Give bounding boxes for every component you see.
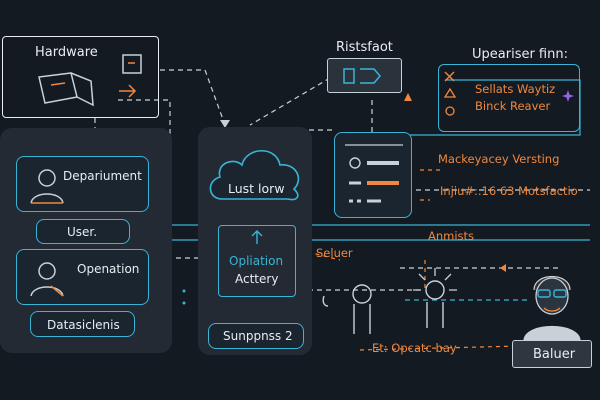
cloud-icon [209, 150, 300, 201]
metrics-label: Injiu#:.16 63 Motsfactio [440, 184, 578, 198]
person-label-box[interactable]: Baluer [512, 340, 592, 368]
hand-icon [322, 284, 372, 334]
operate-label: Et: Opcatc bay [372, 341, 457, 355]
right-top-box[interactable]: Sellats Waytiz Binck Reaver [438, 64, 580, 132]
person-avatar-icon [523, 276, 581, 340]
hardware-box: Hardware [2, 36, 159, 118]
sparkle-icon [562, 90, 574, 102]
light-bulb-icon [413, 268, 457, 328]
analysts-label: Anmists [428, 229, 475, 243]
hardware-connector-icon [119, 54, 142, 98]
server-icon [343, 68, 381, 84]
datasets-label: Datasiclenis [47, 318, 120, 332]
department-label: Depariument [63, 169, 142, 183]
operator-avatar-icon [30, 262, 64, 297]
cloud-label: Lust lorw [228, 181, 285, 196]
right-top-title: Upeariser finn: [472, 47, 568, 62]
operation-activity-box: Opliation Acttery [218, 225, 296, 297]
person-label: Baluer [533, 347, 576, 362]
user-label: User. [67, 225, 98, 239]
operation-label: Openation [77, 262, 140, 276]
server-node[interactable] [327, 58, 402, 93]
center-panel: Lust lorw Opliation Acttery Sunppnss 2 [198, 127, 312, 355]
list-rows-icon [345, 144, 403, 203]
center-activity-label: Acttery [235, 272, 279, 286]
hardware-device-icon [38, 72, 94, 107]
seller-label: Seluer [316, 246, 353, 260]
datasets-pill[interactable]: Datasiclenis [30, 311, 135, 337]
operation-card[interactable]: Openation [16, 249, 149, 305]
top-center-title: Ristsfaot [336, 40, 393, 55]
left-panel: Depariument User. Openation Datasiclenis [0, 128, 172, 353]
dots-decoration [182, 289, 186, 305]
support-label: Sunppnss 2 [223, 329, 293, 343]
hardware-title: Hardware [35, 45, 98, 60]
up-arrow-icon [251, 230, 263, 244]
dashboard-card[interactable] [334, 132, 412, 218]
status-icons [443, 71, 457, 116]
right-top-line1: Sellats Waytiz [475, 82, 556, 96]
right-top-line2: Binck Reaver [475, 99, 551, 113]
support-pill[interactable]: Sunppnss 2 [208, 323, 304, 349]
department-card[interactable]: Depariument [16, 156, 149, 212]
user-pill[interactable]: User. [36, 219, 130, 244]
center-operation-label: Opliation [229, 254, 284, 268]
user-avatar-icon [30, 169, 64, 204]
versioning-label: Mackeyacey Versting [438, 152, 560, 166]
